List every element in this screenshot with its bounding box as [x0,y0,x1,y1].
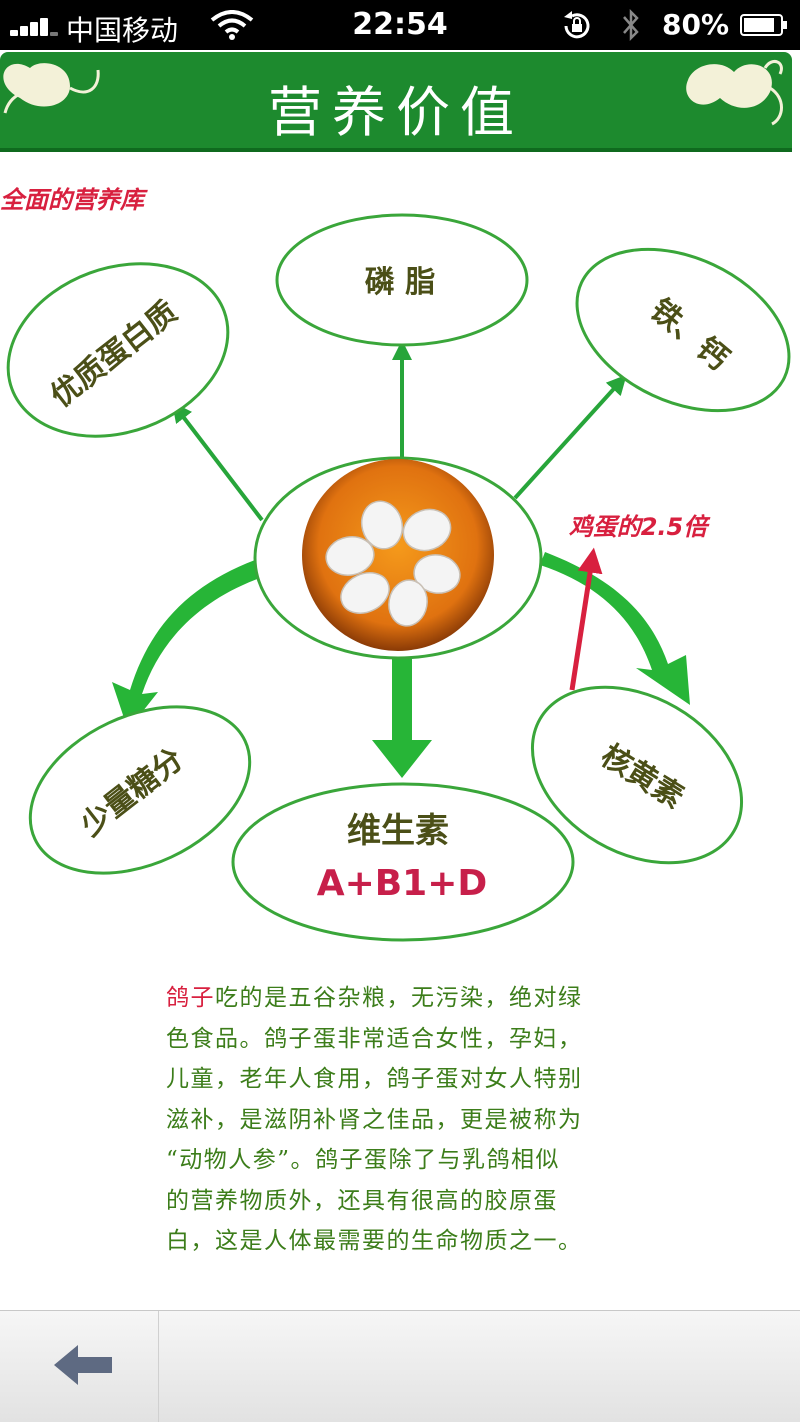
back-arrow-icon [54,1345,112,1385]
paragraph-line: 儿童，老年人食用，鸽子蛋对女人特别 [166,1066,583,1092]
carrier-name: 中国移动 [66,14,179,47]
bottom-toolbar [0,1310,800,1422]
battery-icon [740,14,787,36]
node-protein [6,262,230,438]
node-vitamin [231,782,575,942]
arrow-to-riboflavin [540,552,690,705]
description-paragraph: 鸽子吃的是五谷杂粮，无污染，绝对绿 色食品。鸽子蛋非常适合女性，孕妇， 儿童，老… [166,978,646,1262]
paragraph-line: 鸽子吃的是五谷杂粮，无污染，绝对绿 [166,978,646,1019]
back-button[interactable] [0,1311,159,1422]
red-arrow-note [569,547,603,691]
paragraph-line: 色食品。鸽子蛋非常适合女性，孕妇， [166,1025,583,1052]
node-phospholipid-label: 磷 脂 [365,265,435,300]
node-iron-calcium [575,247,791,413]
clock: 22:54 [352,7,448,42]
leaf-decoration-icon [3,63,100,114]
node-vitamin-title: 维生素 [347,811,449,851]
rotation-lock-icon [564,11,590,39]
eggs-icon [325,500,461,627]
arrow-to-vitamin [372,658,432,778]
header-banner: 营养价值 [0,52,792,152]
comparison-note: 鸡蛋的2.5倍 [569,513,712,541]
page-title: 营养价值 [268,81,524,144]
paragraph-line: “动物人参”。鸽子蛋除了与乳鸽相似 [166,1147,561,1173]
arrow-to-iron-calcium [513,374,627,500]
paragraph-text: 吃的是五谷杂粮，无污染，绝对绿 [215,985,583,1011]
wifi-icon [210,10,254,40]
signal-icon [10,16,62,36]
battery-percent: 80% [662,8,730,41]
node-vitamin-value: A+B1+D [317,863,488,904]
bluetooth-icon [623,8,639,42]
node-sugar [28,705,252,875]
highlight-word: 鸽子 [166,985,215,1011]
status-bar: 中国移动 22:54 80% [0,0,800,50]
paragraph-line: 滋补，是滋阴补肾之佳品，更是被称为 [166,1106,583,1133]
arrow-to-protein [171,402,264,522]
paragraph-line: 的营养物质外，还具有很高的胶原蛋 [166,1187,558,1214]
nutrition-diagram: 优质蛋白质 磷 脂 铁、钙 少量糖分 维生素 A+B1+D 核黄素 鸡蛋的2.5… [6,213,791,942]
node-riboflavin [530,685,744,865]
paragraph-line: 白，这是人体最需要的生命物质之一。 [166,1228,583,1254]
arrow-to-sugar [112,560,260,730]
leaf-decoration-icon [686,59,783,126]
node-phospholipid [275,213,529,347]
diagram-subtitle: 全面的营养库 [0,186,144,214]
